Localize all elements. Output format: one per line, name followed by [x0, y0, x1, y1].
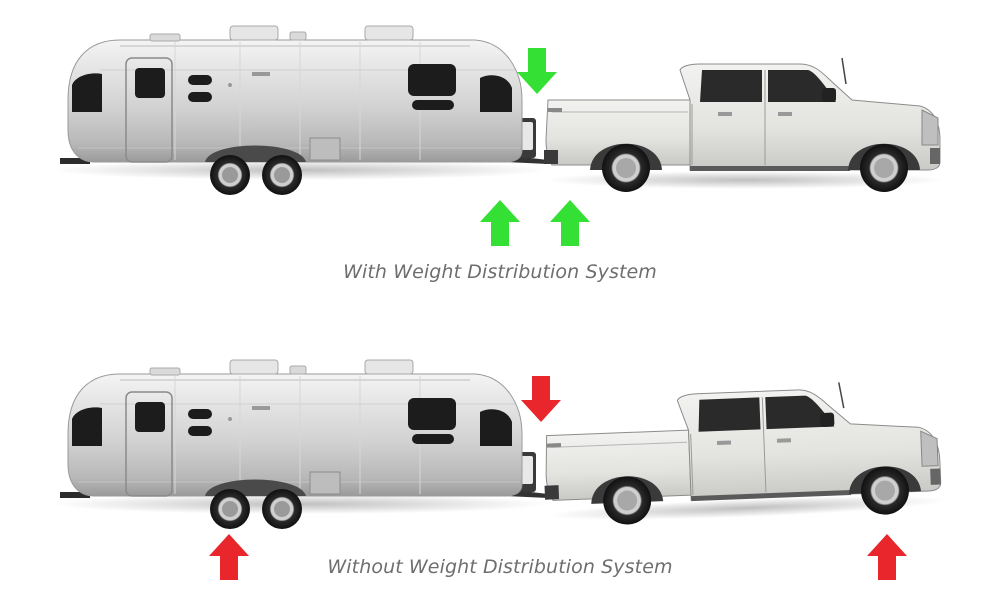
tow-illustration-with-wds: [49, 25, 946, 246]
caption-with-wds: With Weight Distribution System: [343, 261, 657, 283]
hitch-down-arrow: [517, 48, 557, 94]
pickup-truck-image: [540, 377, 948, 529]
pickup-truck-image: [543, 57, 946, 193]
truck-front-up-arrow: [550, 200, 590, 246]
travel-trailer-image: [49, 359, 551, 530]
hitch-down-arrow: [521, 376, 561, 422]
panel-without-wds: Without Weight Distribution System: [0, 298, 1000, 596]
trailer-axle-up-arrow: [480, 200, 520, 246]
caption-without-wds: Without Weight Distribution System: [327, 556, 673, 578]
tow-illustration-without-wds: [49, 359, 948, 580]
panel-with-wds: With Weight Distribution System: [49, 25, 946, 283]
travel-trailer-image: [49, 25, 551, 196]
